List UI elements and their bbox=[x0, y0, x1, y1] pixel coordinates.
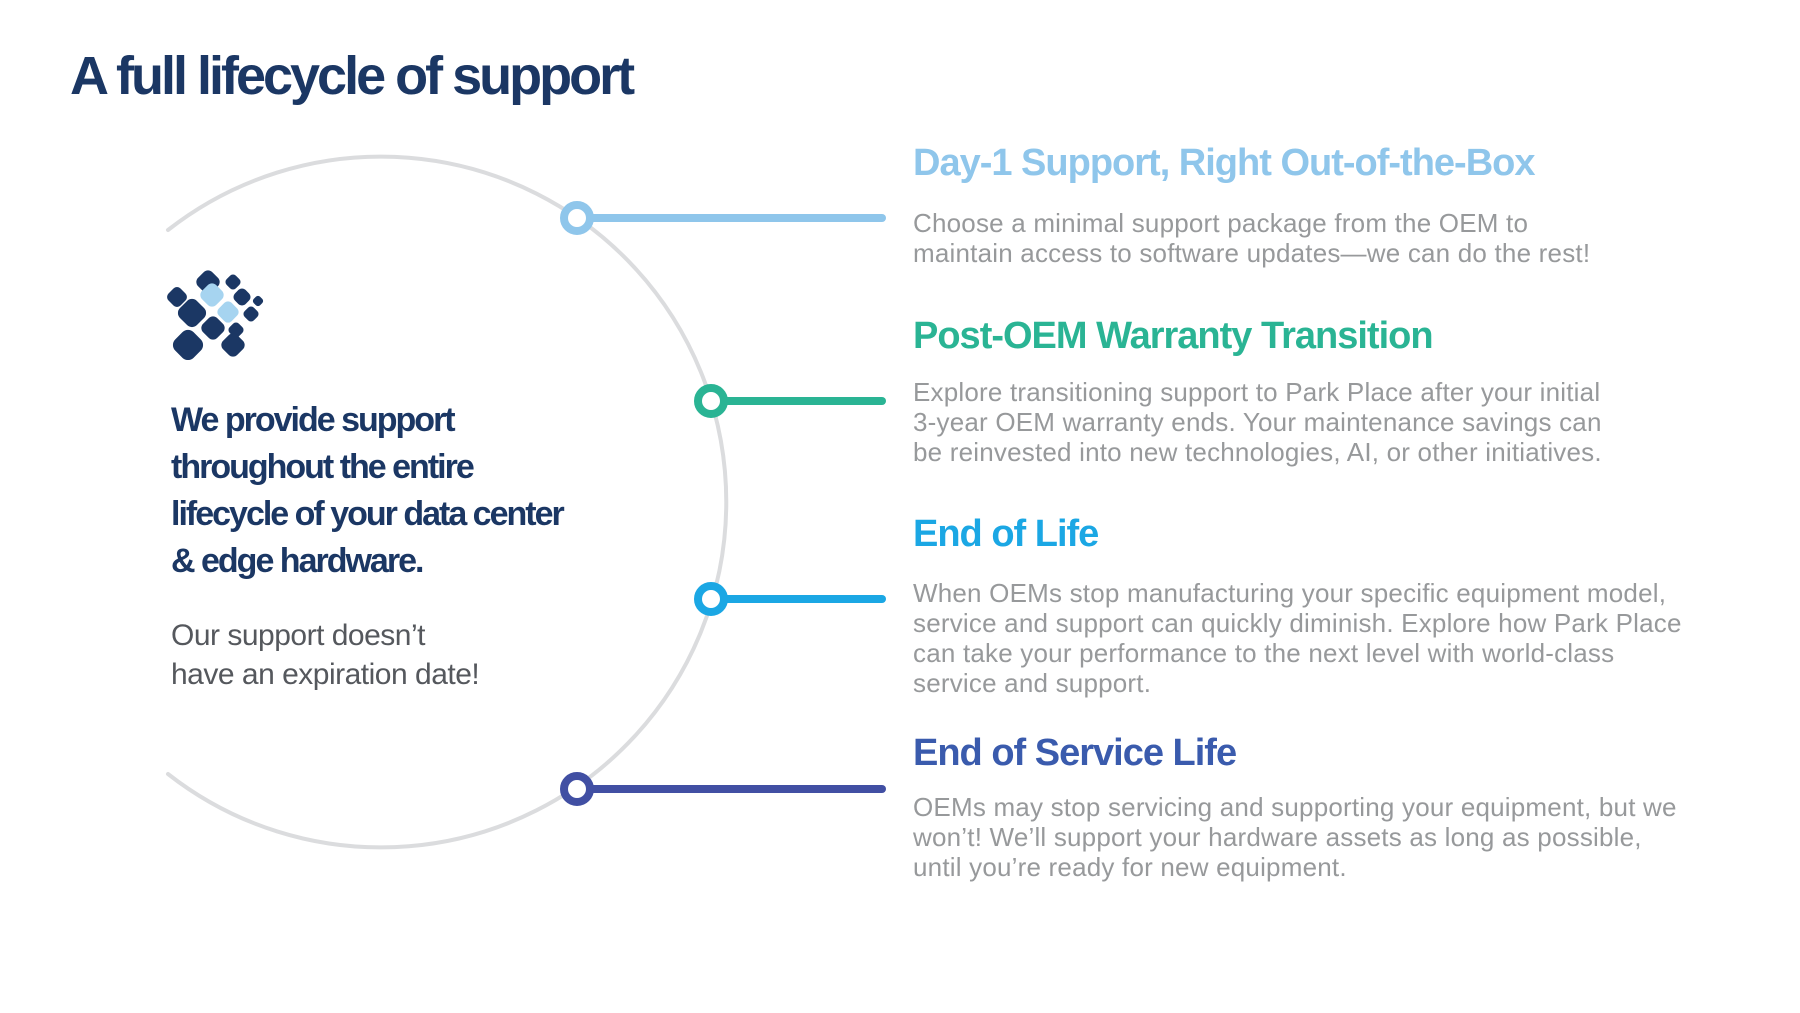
stage-body-day1: Choose a minimal support package from th… bbox=[913, 208, 1591, 268]
timeline-node-end-of-life bbox=[694, 582, 728, 616]
stage-title-end-of-life: End of Life bbox=[913, 513, 1099, 555]
stage-body-end-of-life: When OEMs stop manufacturing your specif… bbox=[913, 578, 1682, 698]
connector-line-end-of-service-life bbox=[577, 785, 886, 793]
page-title: A full lifecycle of support bbox=[70, 46, 635, 106]
stage-title-end-of-service-life: End of Service Life bbox=[913, 732, 1237, 774]
timeline-node-end-of-service-life bbox=[560, 772, 594, 806]
connector-line-post-oem bbox=[711, 397, 886, 405]
connector-line-day1 bbox=[577, 214, 886, 222]
left-panel-subtext: Our support doesn’t have an expiration d… bbox=[171, 619, 480, 691]
timeline-node-day1 bbox=[560, 201, 594, 235]
park-place-logo-icon bbox=[167, 270, 264, 360]
timeline-node-post-oem bbox=[694, 384, 728, 418]
stage-title-post-oem: Post-OEM Warranty Transition bbox=[913, 315, 1434, 357]
left-panel-heading: We provide support throughout the entire… bbox=[171, 401, 565, 580]
stage-body-end-of-service-life: OEMs may stop servicing and supporting y… bbox=[913, 792, 1677, 882]
stage-body-post-oem: Explore transitioning support to Park Pl… bbox=[913, 377, 1602, 467]
connector-line-end-of-life bbox=[711, 595, 886, 603]
stage-title-day1: Day-1 Support, Right Out-of-the-Box bbox=[913, 142, 1535, 184]
